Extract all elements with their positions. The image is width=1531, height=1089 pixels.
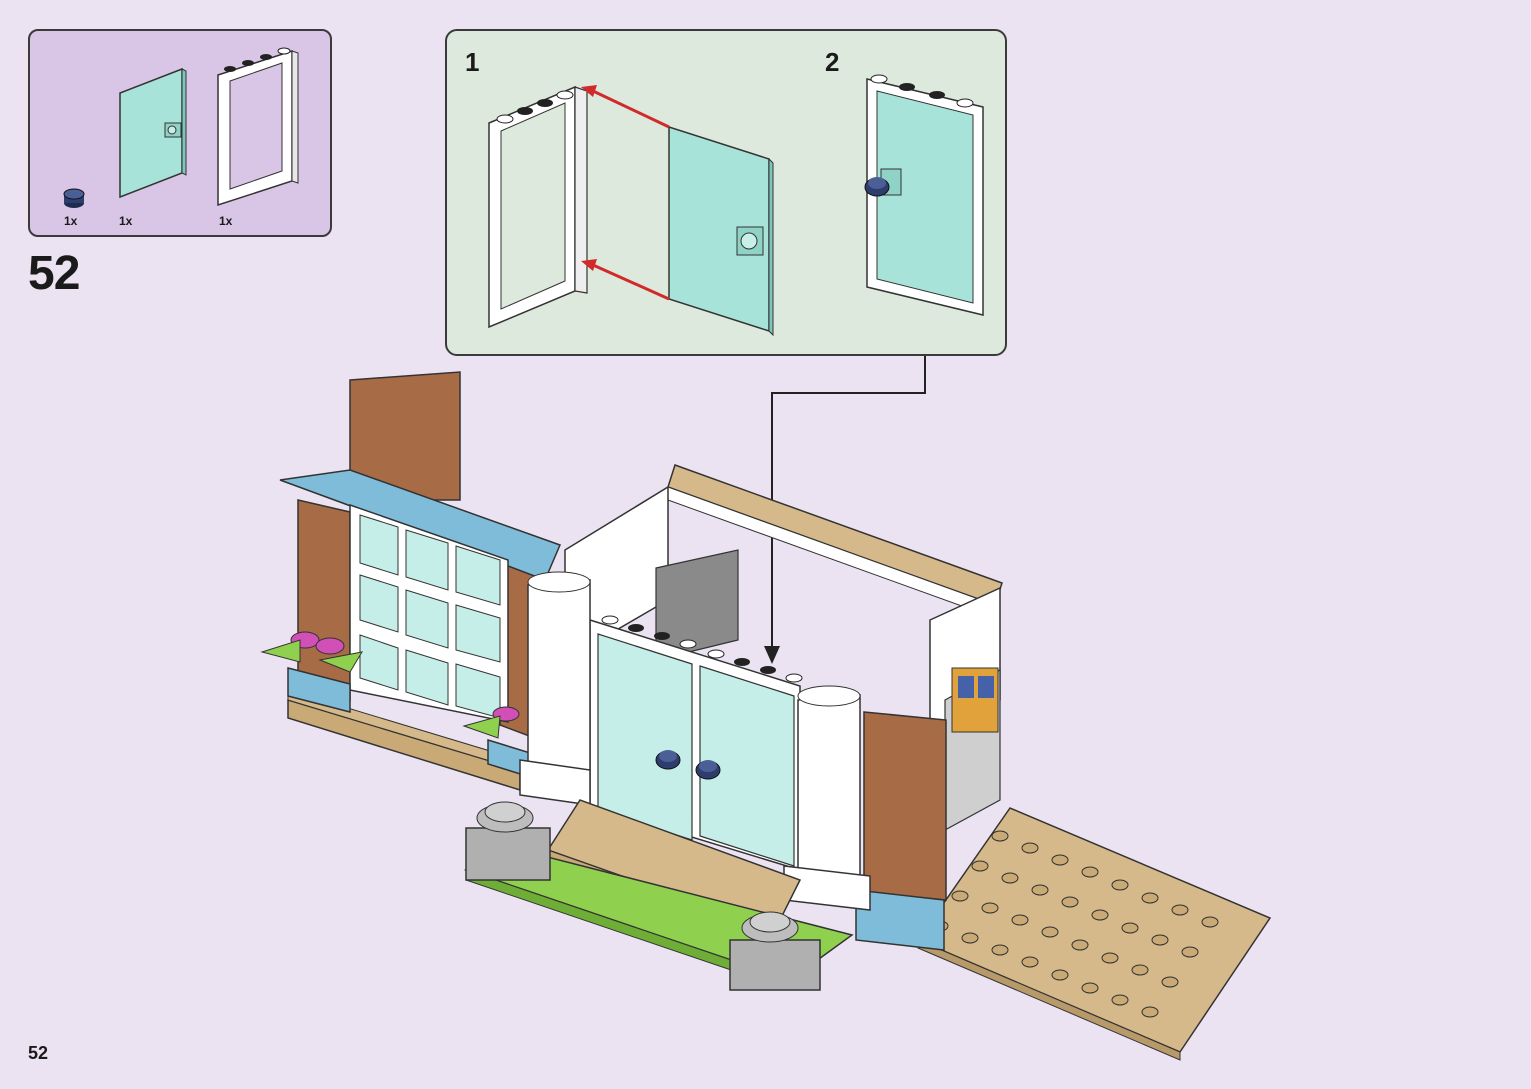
page-number: 52: [28, 1043, 48, 1064]
right-brick-column: [856, 712, 946, 950]
grey-post-left: [466, 802, 550, 880]
pillar-left: [520, 572, 590, 805]
